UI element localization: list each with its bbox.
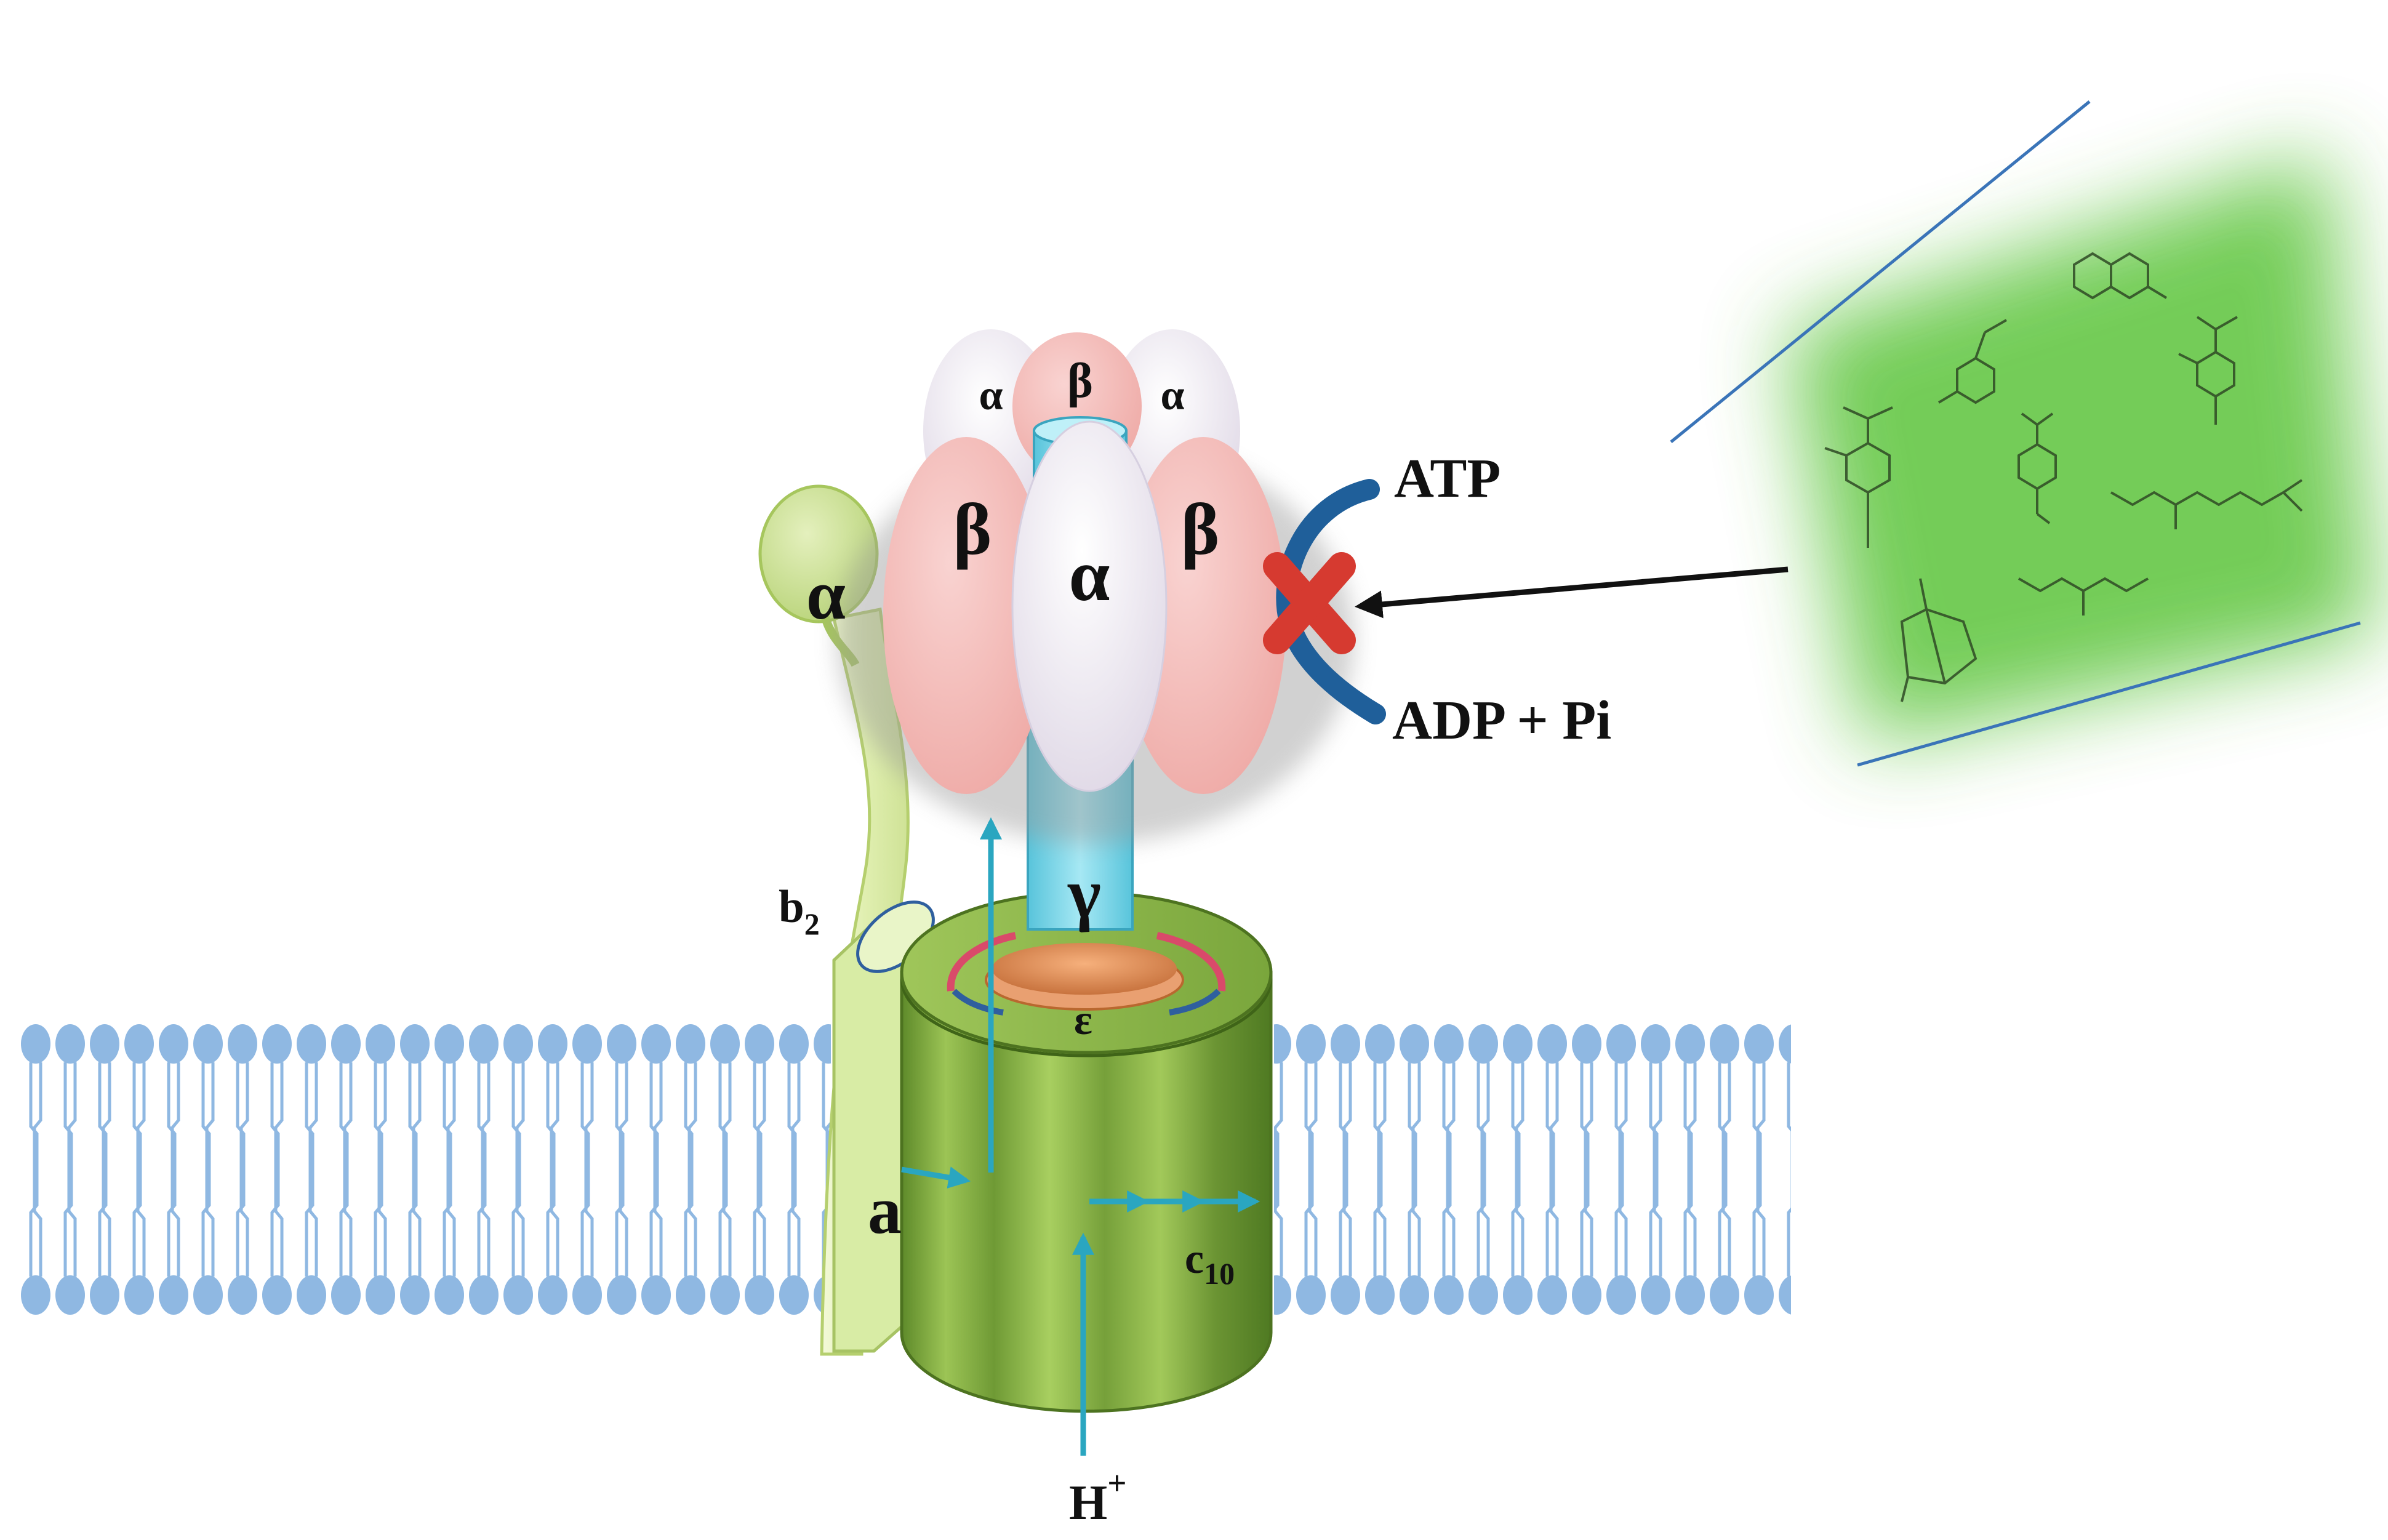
lipid-bilayer (18, 1003, 1791, 1336)
beta-front-right (1120, 437, 1286, 794)
label-alpha-delta: α (806, 556, 846, 634)
label-b2-base: b (779, 881, 804, 932)
label-c10: c10 (1185, 1235, 1235, 1291)
chemical-structures-icon (1824, 252, 2303, 702)
alpha-front (1011, 420, 1168, 792)
label-beta-front-left: β (953, 488, 992, 570)
red-x-icon (1263, 552, 1356, 654)
beta-front-left (883, 437, 1049, 794)
label-alpha-front: α (1069, 534, 1110, 616)
label-b2-sub: 2 (804, 907, 820, 941)
label-proton-sup: + (1107, 1464, 1126, 1502)
label-alpha-back-right: α (1160, 372, 1184, 419)
f1-head (883, 329, 1286, 794)
label-a: a (868, 1173, 902, 1248)
panel-line-bottom (1857, 621, 2361, 767)
label-c10-sub: 10 (1204, 1256, 1235, 1291)
label-c10-base: c (1185, 1235, 1204, 1283)
label-epsilon: ε (1074, 997, 1092, 1044)
label-atp: ATP (1394, 448, 1501, 509)
proton-flow-arrows (901, 817, 1260, 1456)
label-b2: b2 (779, 881, 820, 941)
a-to-ring-arrow (901, 1166, 971, 1189)
label-beta-front-right: β (1180, 488, 1219, 570)
label-beta-back: β (1067, 354, 1093, 408)
panel-line-top (1670, 100, 2091, 443)
inhibition-arrow (1355, 566, 1789, 619)
label-alpha-back-left: α (979, 372, 1003, 419)
label-proton: H+ (1069, 1464, 1127, 1530)
c10-ring (900, 891, 1273, 1413)
inhibitor-panel (1670, 100, 2376, 767)
label-gamma: γ (1067, 854, 1101, 932)
epsilon-subunit (985, 943, 1184, 1011)
label-proton-base: H (1069, 1476, 1107, 1530)
label-adp: ADP + Pi (1392, 690, 1611, 751)
